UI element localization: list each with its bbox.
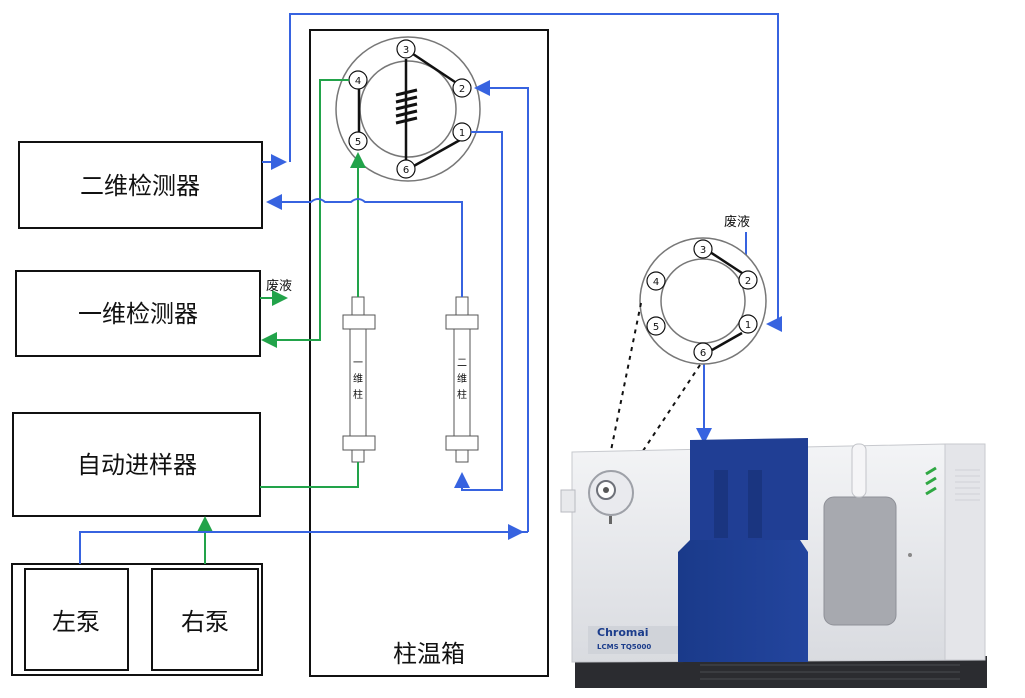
pump-housing: 左泵 右泵 <box>11 563 263 676</box>
svg-text:1: 1 <box>745 320 751 331</box>
switch-valve: 3 2 1 6 5 4 <box>639 237 767 365</box>
main-valve-port-6: 6 <box>396 159 416 179</box>
svg-text:维: 维 <box>457 372 467 385</box>
svg-text:一: 一 <box>353 358 363 369</box>
svg-text:2: 2 <box>745 276 751 287</box>
svg-text:3: 3 <box>700 245 706 256</box>
svg-text:二: 二 <box>457 358 467 369</box>
status-marks <box>925 466 937 496</box>
svg-text:1: 1 <box>459 128 465 139</box>
column-oven-label: 柱温箱 <box>393 640 465 668</box>
svg-text:柱: 柱 <box>457 388 467 401</box>
coil-icon <box>395 88 418 125</box>
blue-flow <box>79 13 782 564</box>
column-1d: 一 维 柱 <box>342 296 376 463</box>
switch-valve-port-1: 1 <box>738 314 758 334</box>
svg-text:4: 4 <box>355 76 361 87</box>
instrument-lcms: Chromai LCMS TQ5000 <box>560 438 987 688</box>
svg-text:5: 5 <box>355 137 361 148</box>
svg-text:柱: 柱 <box>353 388 363 401</box>
waste-1d-label: 废液 <box>266 278 292 294</box>
svg-text:维: 维 <box>353 372 363 385</box>
main-valve-port-5: 5 <box>348 131 368 151</box>
autosampler-label: 自动进样器 <box>77 451 197 479</box>
autosampler-box: 自动进样器 <box>12 412 261 517</box>
zoom-lines <box>604 302 701 481</box>
main-valve-port-3: 3 <box>396 39 416 59</box>
svg-text:6: 6 <box>700 348 706 359</box>
waste-switch-label: 废液 <box>724 214 750 230</box>
switch-valve-port-3: 3 <box>693 239 713 259</box>
column-oven-box: 柱温箱 <box>309 29 549 677</box>
instrument-model: LCMS TQ5000 <box>597 643 651 651</box>
instrument-brand: Chromai <box>597 626 649 639</box>
main-valve-port-4: 4 <box>348 70 368 90</box>
switch-valve-port-5: 5 <box>646 316 666 336</box>
switch-valve-port-6: 6 <box>693 342 713 362</box>
detector-2d-box: 二维检测器 <box>18 141 263 229</box>
ion-source <box>588 470 634 524</box>
right-pump-box <box>151 568 259 671</box>
column-2d: 二 维 柱 <box>445 296 479 463</box>
svg-text:2: 2 <box>459 84 465 95</box>
svg-text:3: 3 <box>403 45 409 56</box>
detector-2d-label: 二维检测器 <box>80 172 200 200</box>
svg-text:6: 6 <box>403 165 409 176</box>
switch-valve-port-2: 2 <box>738 270 758 290</box>
switch-valve-port-4: 4 <box>646 271 666 291</box>
right-pump-label: 右泵 <box>181 608 229 636</box>
main-valve-port-1: 1 <box>452 122 472 142</box>
svg-text:4: 4 <box>653 277 659 288</box>
left-pump-label: 左泵 <box>52 608 100 636</box>
left-pump-box <box>24 568 129 671</box>
detector-1d-label: 一维检测器 <box>78 300 198 328</box>
detector-1d-box: 一维检测器 <box>15 270 261 357</box>
main-valve: 3 2 1 6 5 4 <box>335 36 481 182</box>
green-flow <box>197 79 366 564</box>
main-valve-port-2: 2 <box>452 78 472 98</box>
svg-text:5: 5 <box>653 322 659 333</box>
